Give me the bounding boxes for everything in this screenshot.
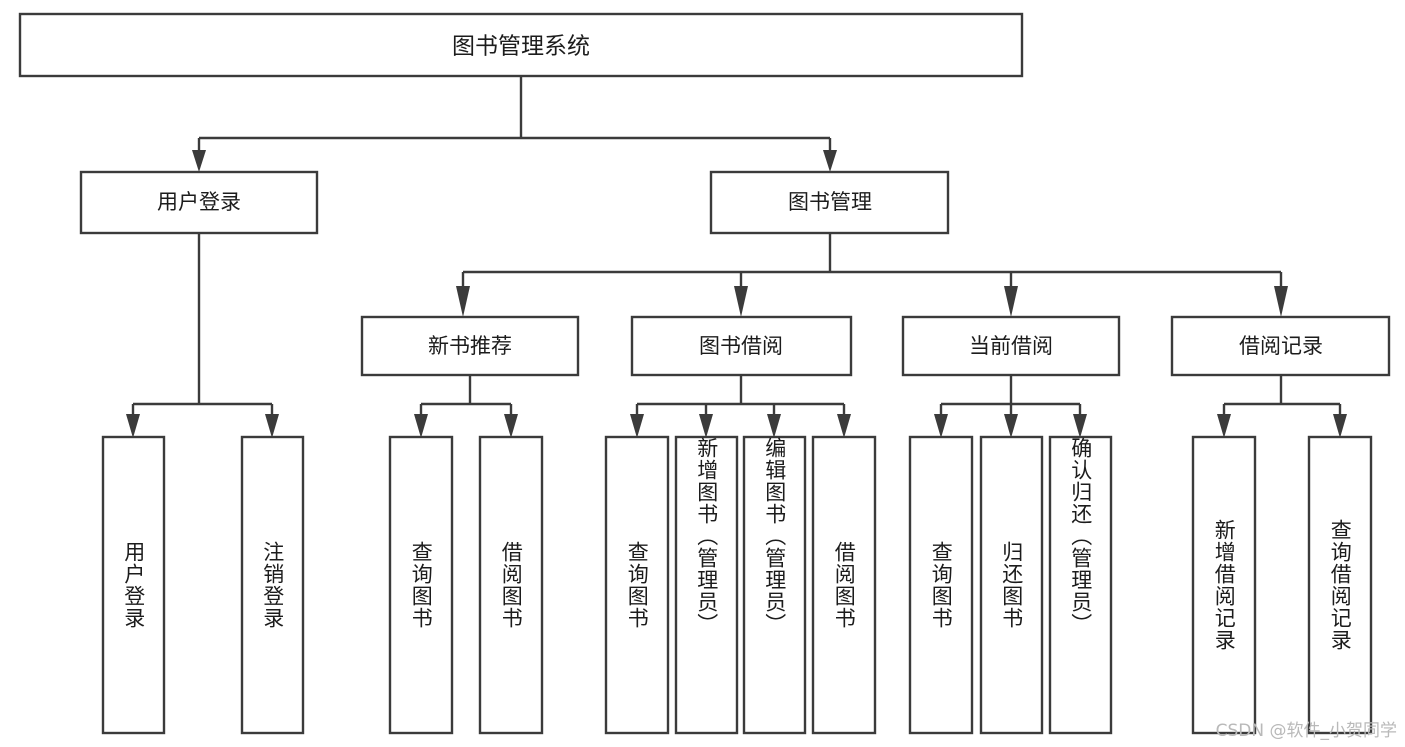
leaf-box[interactable]	[388, 435, 454, 735]
connector-records-to-leaves	[1217, 375, 1347, 438]
node-borrow-records-label: 借阅记录	[1239, 334, 1323, 358]
node-book-management[interactable]: 图书管理	[709, 170, 950, 235]
leaf-box[interactable]	[674, 435, 739, 735]
leaf-box[interactable]	[478, 435, 544, 735]
node-user-login[interactable]: 用户登录	[79, 170, 319, 235]
node-root-label: 图书管理系统	[452, 34, 590, 60]
node-current-borrow-label: 当前借阅	[969, 334, 1053, 358]
leaf-box[interactable]	[1191, 435, 1257, 735]
leaf-box[interactable]	[1307, 435, 1373, 735]
watermark: CSDN @软件_小贺同学	[1215, 721, 1397, 741]
connector-userlogin-to-leaves	[126, 233, 279, 438]
leaf-box[interactable]	[101, 435, 166, 735]
leaf-box[interactable]	[240, 435, 305, 735]
node-root[interactable]: 图书管理系统	[18, 12, 1024, 78]
leaf-box[interactable]	[1048, 435, 1113, 735]
connector-current-to-leaves	[934, 375, 1087, 438]
node-borrow-records[interactable]: 借阅记录	[1170, 315, 1391, 377]
connector-bookmgmt-to-level3	[456, 233, 1288, 317]
node-new-book-recommend[interactable]: 新书推荐	[360, 315, 580, 377]
connector-borrow-to-leaves	[630, 375, 851, 438]
node-book-borrow-label: 图书借阅	[699, 334, 783, 358]
node-current-borrow[interactable]: 当前借阅	[901, 315, 1121, 377]
leaf-box[interactable]	[811, 435, 877, 735]
leaf-box[interactable]	[742, 435, 807, 735]
node-new-book-recommend-label: 新书推荐	[428, 334, 512, 358]
node-user-login-label: 用户登录	[157, 190, 241, 214]
leaf-box[interactable]	[908, 435, 974, 735]
leaf-box[interactable]	[979, 435, 1044, 735]
node-book-borrow[interactable]: 图书借阅	[630, 315, 853, 377]
leaf-box-group	[101, 435, 1373, 735]
node-book-management-label: 图书管理	[788, 190, 872, 214]
connector-newbook-to-leaves	[414, 375, 518, 438]
leaf-box[interactable]	[604, 435, 670, 735]
connector-root-to-level2	[192, 76, 837, 172]
